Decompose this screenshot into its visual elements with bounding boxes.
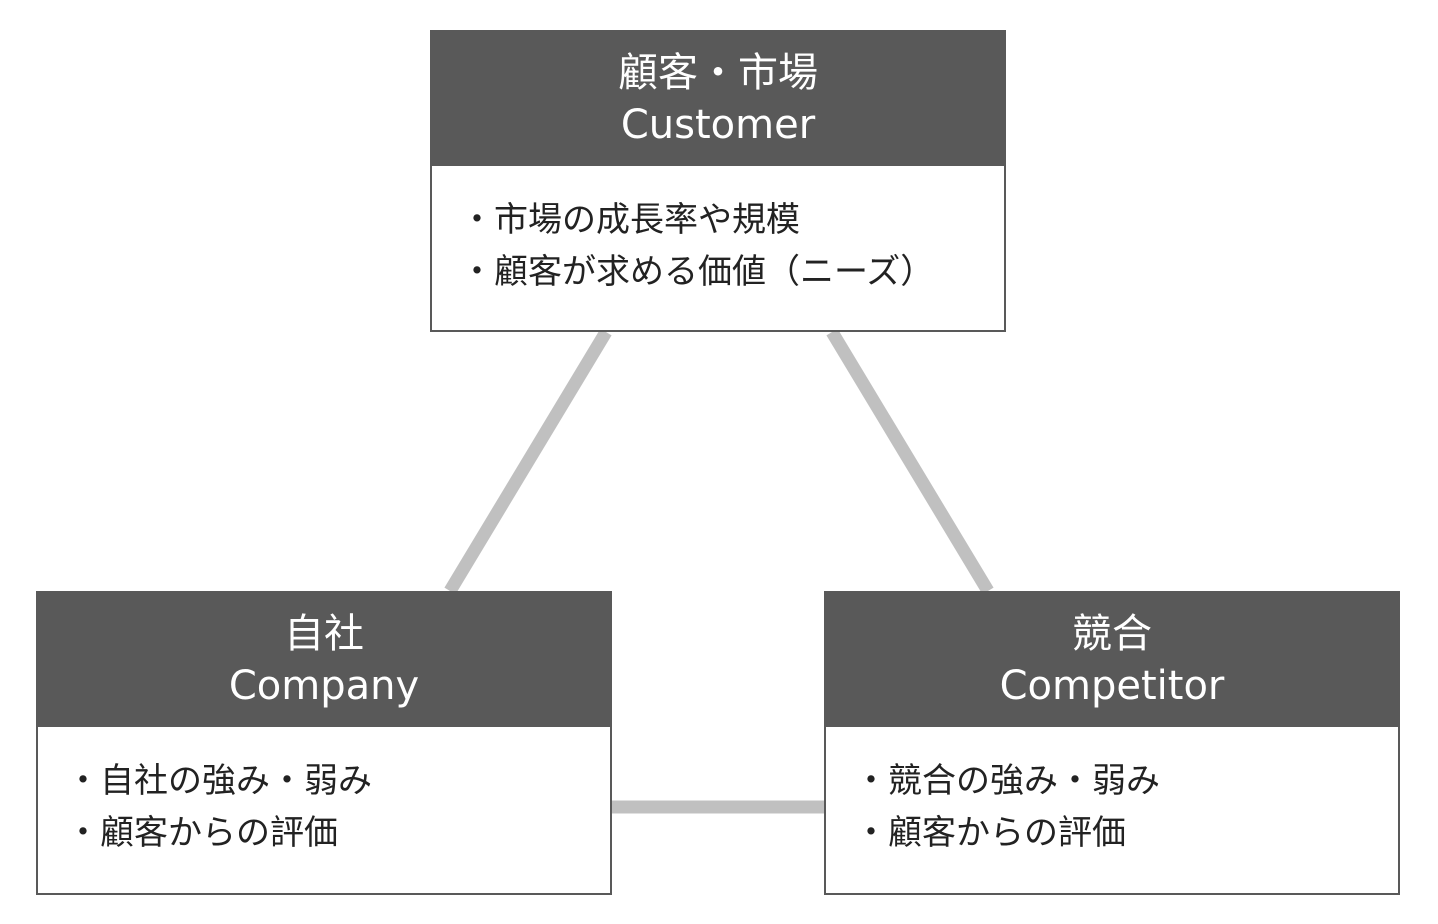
customer-company-connector [444, 328, 612, 595]
customer-details: ・市場の成長率や規模 ・顧客が求める価値（ニーズ） [432, 166, 1004, 298]
customer-header: 顧客・市場 Customer [432, 32, 1004, 166]
company-item-customer-evaluation: ・顧客からの評価 [66, 813, 338, 853]
competitor-details: ・競合の強み・弱み ・顧客からの評価 [826, 727, 1398, 859]
customer-competitor-connector [826, 328, 994, 595]
company-details: ・自社の強み・弱み ・顧客からの評価 [38, 727, 610, 859]
competitor-header: 競合 Competitor [826, 593, 1398, 727]
company-box: 自社 Company ・自社の強み・弱み ・顧客からの評価 [36, 591, 612, 895]
customer-title-ja: 顧客・市場 [618, 50, 818, 96]
competitor-item-strengths-weaknesses: ・競合の強み・弱み [854, 761, 1160, 801]
company-title-ja: 自社 [284, 611, 364, 657]
competitor-title-en: Competitor [999, 663, 1225, 709]
competitor-title-ja: 競合 [1072, 611, 1152, 657]
competitor-item-customer-evaluation: ・顧客からの評価 [854, 813, 1126, 853]
customer-item-growth-scale: ・市場の成長率や規模 [460, 200, 800, 240]
customer-title-en: Customer [620, 102, 816, 148]
company-header: 自社 Company [38, 593, 610, 727]
company-item-strengths-weaknesses: ・自社の強み・弱み [66, 761, 372, 801]
customer-item-needs: ・顧客が求める価値（ニーズ） [460, 252, 935, 292]
customer-box: 顧客・市場 Customer ・市場の成長率や規模 ・顧客が求める価値（ニーズ） [430, 30, 1006, 332]
company-title-en: Company [228, 663, 420, 709]
competitor-box: 競合 Competitor ・競合の強み・弱み ・顧客からの評価 [824, 591, 1400, 895]
